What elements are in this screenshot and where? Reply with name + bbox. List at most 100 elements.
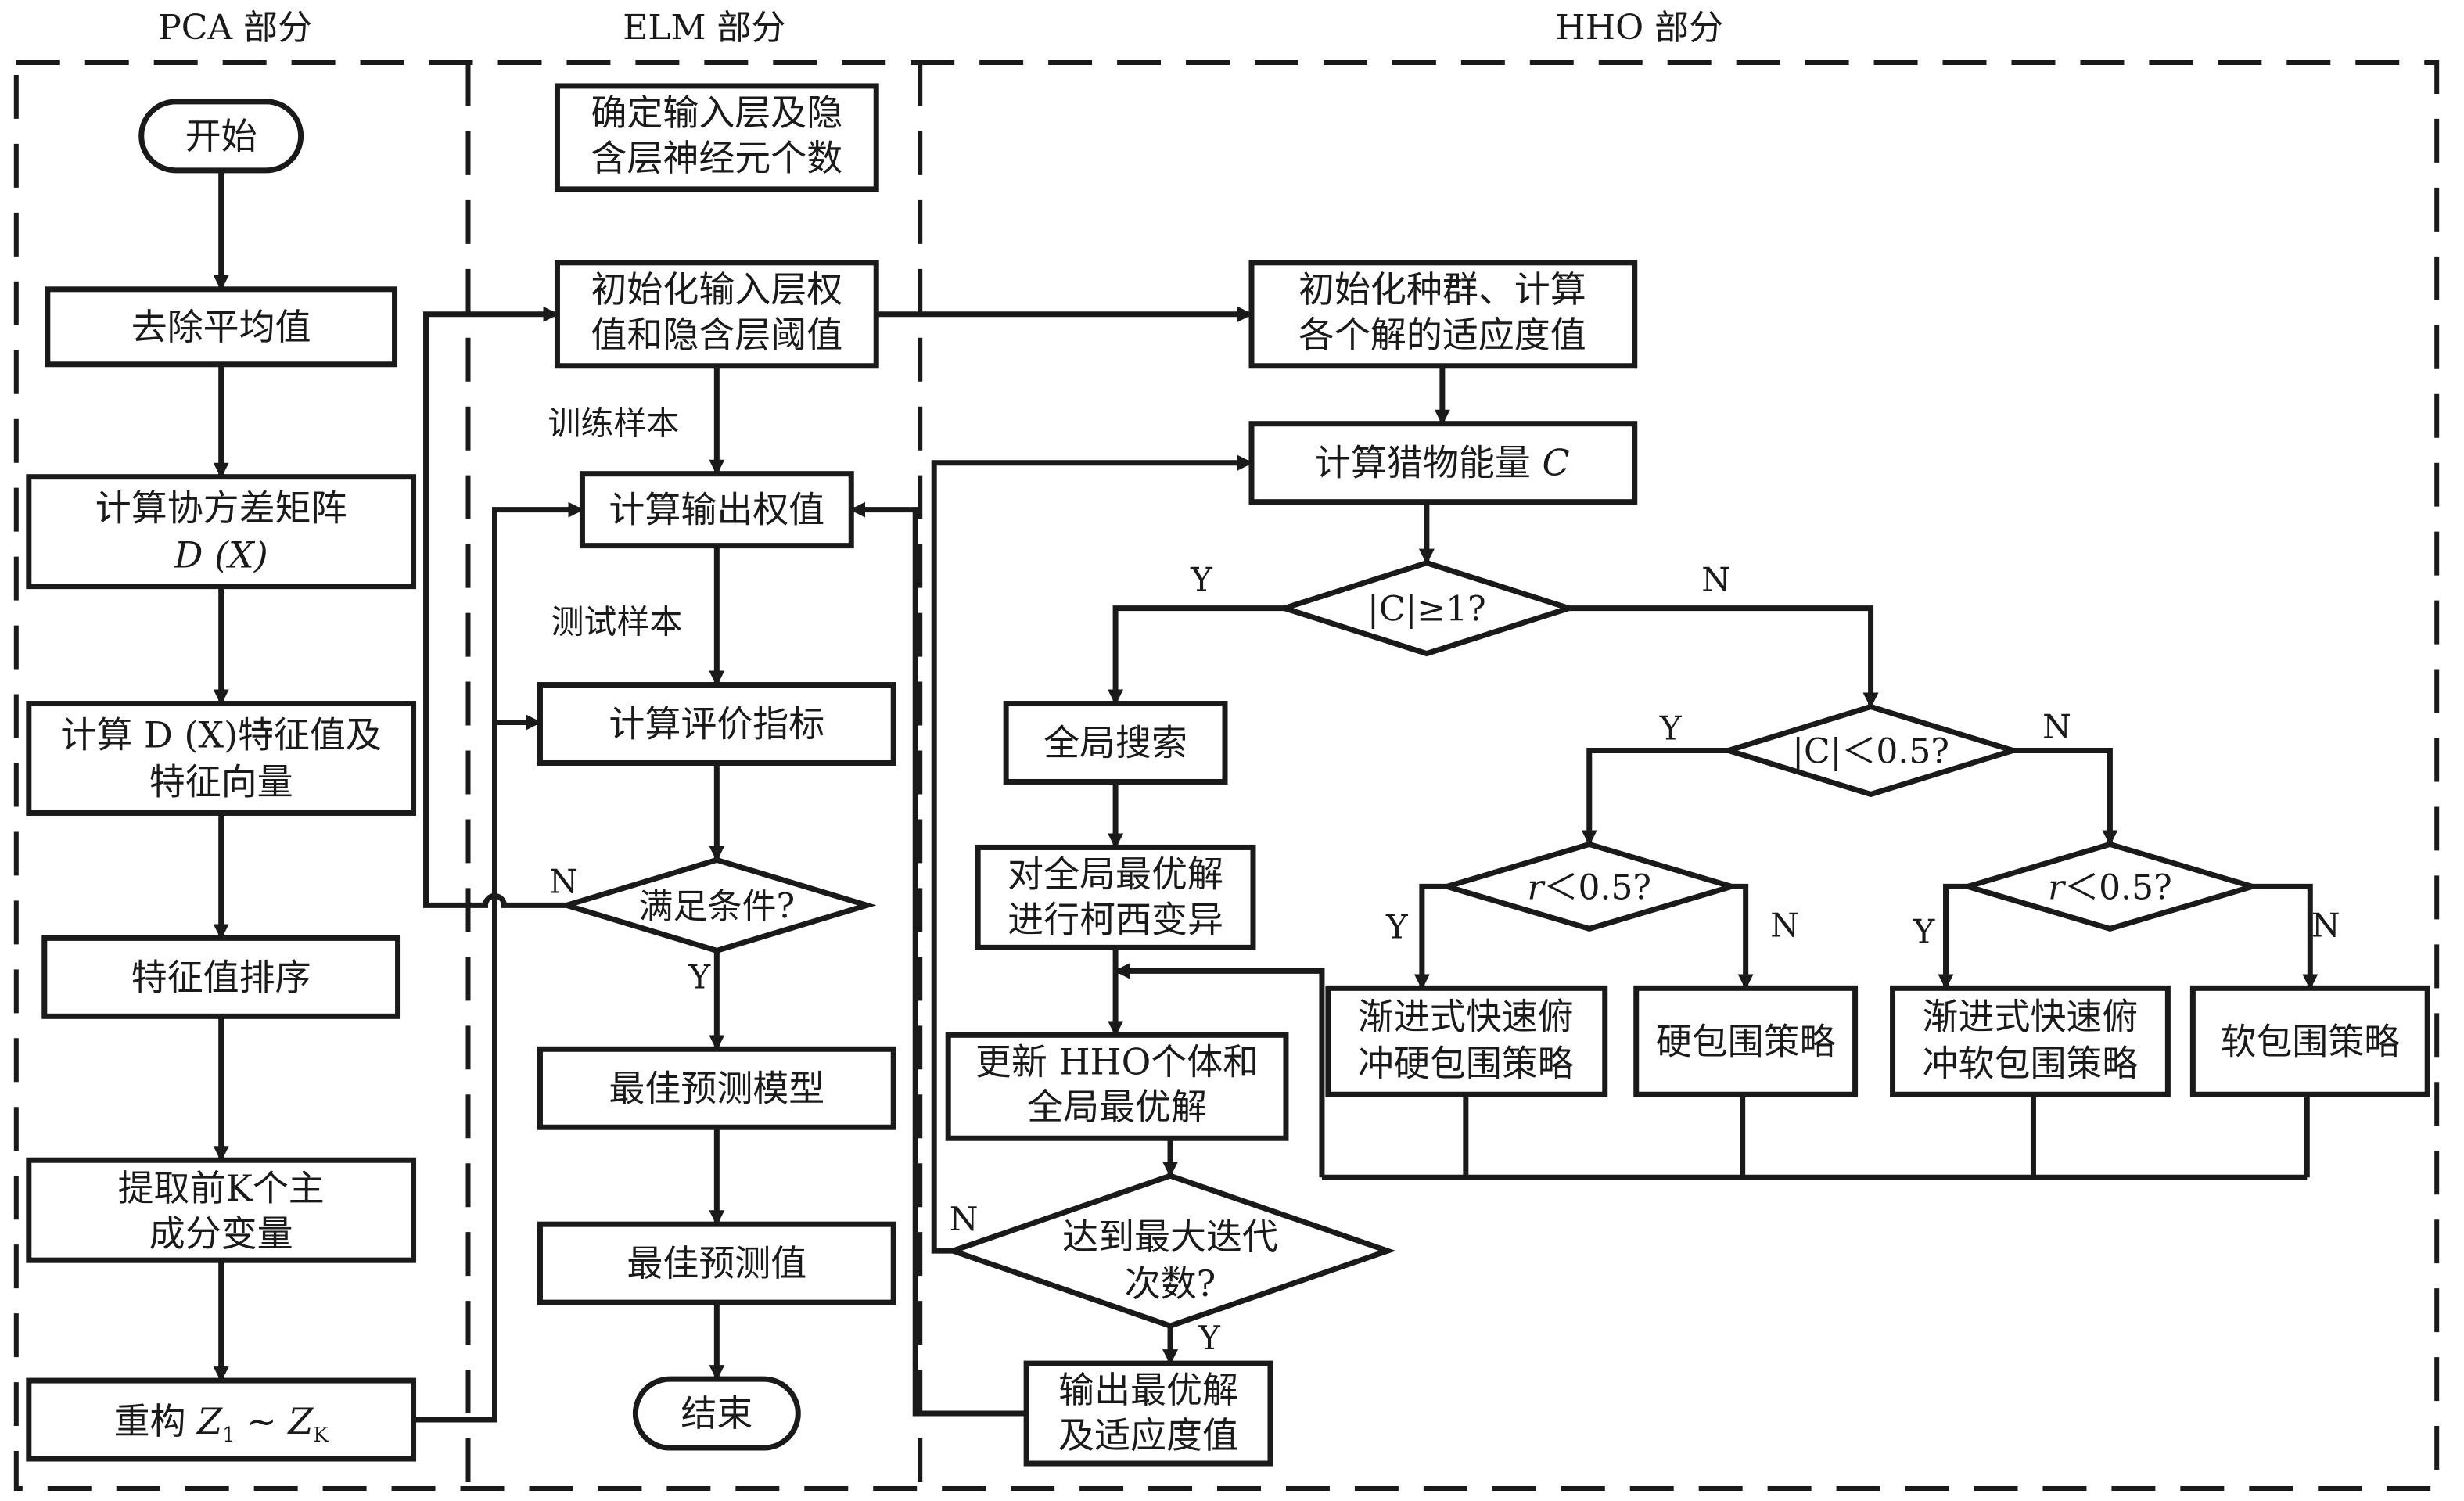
calc-output-label: 计算输出权值: [609, 489, 824, 531]
eigen-box: [26, 701, 417, 816]
decision-r-left-var: r: [1528, 867, 1546, 907]
decision-r-left-no: N: [1770, 906, 1799, 944]
hho-init-label-2: 各个解的适应度值: [1298, 314, 1586, 356]
update-box: [945, 1032, 1289, 1141]
soft-label: 软包围策略: [2220, 1020, 2400, 1062]
energy-label: 计算猎物能量 C: [1315, 442, 1570, 484]
extract-box: [26, 1157, 417, 1263]
global-search-label: 全局搜索: [1043, 721, 1187, 763]
output-box: [1023, 1360, 1273, 1467]
condition-label: 满足条件?: [639, 886, 795, 926]
output-label-2: 及适应度值: [1058, 1414, 1238, 1456]
max-iter-no: N: [950, 1200, 979, 1238]
arrow-dec1-no-to-dec2: [1568, 605, 1879, 709]
arrow-r-left-yes: [1413, 883, 1447, 990]
sort-label: 特征值排序: [131, 956, 311, 998]
arrow-dec1-yes-to-search: [1108, 605, 1284, 706]
extract-label-2: 成分变量: [149, 1212, 293, 1255]
rebuild-z1: Z: [196, 1400, 223, 1442]
outer-frame: [13, 59, 2440, 1492]
decision-r-left: [1437, 841, 1741, 932]
max-iter-label-2: 次数?: [1125, 1262, 1216, 1305]
arrow-dec2-no-to-r-right: [2013, 748, 2118, 846]
decision-c-lt-05: [1719, 703, 2023, 798]
rebuild-z2: Z: [286, 1400, 314, 1442]
max-iter-label-1: 达到最大迭代: [1062, 1216, 1278, 1258]
decision-c-ge-1-label: |C|≥1?: [1367, 590, 1486, 630]
rebuild-box: [26, 1377, 417, 1462]
decision-c-ge-1-yes: Y: [1190, 561, 1213, 599]
soft-rapid-label-1: 渐进式快速俯: [1923, 995, 2139, 1037]
decision-r-left-yes: Y: [1385, 907, 1409, 946]
rebuild-sub1: 1: [222, 1424, 235, 1447]
covariance-label-1: 计算协方差矩阵: [95, 487, 347, 530]
decision-c-ge-1: [1275, 559, 1579, 657]
update-label-2: 全局最优解: [1027, 1086, 1207, 1128]
arrow-r-left-no: [1731, 883, 1754, 990]
best-model-box: [537, 1046, 896, 1130]
covariance-label-2: D (X): [174, 534, 268, 576]
arrow-dec2-yes-to-r-left: [1581, 748, 1729, 846]
rebuild-prefix: 重构: [114, 1400, 198, 1442]
arrow-r-right-no: [2252, 883, 2319, 990]
train-sample-label: 训练样本: [548, 404, 679, 443]
arrow-output-to-calc-output: [849, 501, 1027, 1417]
init-weights-label-1: 初始化输入层权: [591, 268, 842, 311]
extract-label-1: 提取前K个主: [118, 1167, 325, 1209]
cauchy-label-2: 进行柯西变异: [1008, 898, 1223, 940]
init-weights-label-2: 值和隐含层阈值: [591, 314, 842, 356]
determine-neurons-box: [554, 83, 879, 192]
elm-section-title: ELM 部分: [623, 8, 785, 48]
output-label-1: 输出最优解: [1058, 1369, 1238, 1411]
decision-r-left-label: r＜0.5?: [1528, 867, 1652, 907]
decision-c-lt-05-yes: Y: [1659, 709, 1683, 748]
condition-yes-label: Y: [688, 957, 711, 996]
calc-eval-label: 计算评价指标: [609, 703, 824, 745]
remove-mean-label: 去除平均值: [131, 306, 311, 348]
soft-rapid-box: [1890, 985, 2171, 1097]
max-iter-yes: Y: [1198, 1319, 1221, 1357]
best-model-label: 最佳预测模型: [609, 1067, 824, 1109]
condition-no-label: N: [549, 862, 578, 900]
section-frames: [13, 59, 2440, 1492]
decision-r-right-yes: Y: [1913, 912, 1936, 950]
determine-label-1: 确定输入层及隐: [591, 92, 842, 134]
hard-rapid-label-1: 渐进式快速俯: [1358, 995, 1574, 1037]
energy-prefix: 计算猎物能量: [1315, 442, 1542, 484]
decision-r-right-rest: ＜0.5?: [2064, 867, 2171, 907]
decision-r-right: [1958, 841, 2262, 932]
end-label: 结束: [681, 1392, 752, 1435]
decision-r-left-rest: ＜0.5?: [1544, 867, 1651, 907]
decision-r-right-var: r: [2048, 867, 2067, 907]
energy-var: C: [1542, 442, 1569, 484]
elm-column: 确定输入层及隐 含层神经元个数 初始化输入层权 值和隐含层阈值 训练样本 计算输…: [413, 83, 896, 1451]
determine-label-2: 含层神经元个数: [591, 137, 842, 179]
rebuild-sub2: K: [313, 1424, 329, 1447]
decision-r-right-label: r＜0.5?: [2048, 867, 2172, 907]
hho-column: 初始化种群、计算 各个解的适应度值 计算猎物能量 C |C|≥1? Y N 全局…: [849, 260, 2430, 1467]
cauchy-box: [975, 844, 1256, 950]
best-value-box: [537, 1221, 896, 1305]
hho-init-label-1: 初始化种群、计算: [1298, 268, 1586, 311]
hard-rapid-label-2: 冲硬包围策略: [1358, 1042, 1574, 1084]
cauchy-label-1: 对全局最优解: [1008, 853, 1223, 895]
covariance-box: [26, 474, 417, 590]
decision-c-lt-05-no: N: [2042, 708, 2071, 746]
update-label-1: 更新 HHO个体和: [975, 1040, 1259, 1083]
pca-section-title: PCA 部分: [158, 8, 312, 48]
test-sample-label: 测试样本: [551, 603, 682, 641]
arrow-rebuild-to-output: [413, 501, 584, 1423]
eigen-label-2: 特征向量: [149, 760, 293, 803]
decision-c-ge-1-no: N: [1701, 561, 1730, 599]
rebuild-tilde: ~: [235, 1400, 289, 1442]
hho-section-title: HHO 部分: [1555, 8, 1723, 48]
arrow-maxiter-no-to-energy: [931, 454, 1253, 1254]
decision-r-right-no: N: [2311, 906, 2340, 944]
arrow-collector-to-update: [1114, 963, 1325, 1178]
hard-label: 硬包围策略: [1656, 1020, 1836, 1062]
arrow-r-right-yes: [1938, 883, 1968, 990]
start-label: 开始: [185, 115, 257, 157]
best-value-label: 最佳预测值: [627, 1242, 806, 1284]
soft-rapid-label-2: 冲软包围策略: [1923, 1042, 2139, 1084]
